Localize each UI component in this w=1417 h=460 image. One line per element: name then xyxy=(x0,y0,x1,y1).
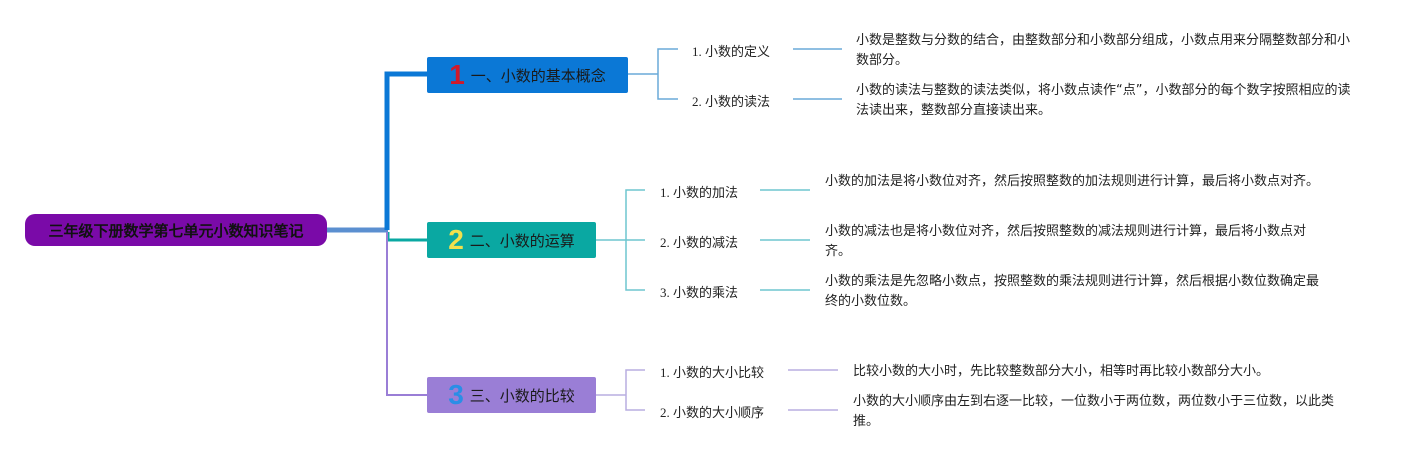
subtopic-node[interactable]: 1. 小数的加法 xyxy=(660,185,739,200)
branch-2-sub-connectors xyxy=(596,189,810,291)
number-2-icon: 2 xyxy=(448,224,464,255)
subtopic-node[interactable]: 2. 小数的减法 xyxy=(660,235,739,250)
branch-3-sub-connectors xyxy=(596,369,838,411)
subtopic-node[interactable]: 1. 小数的定义 xyxy=(692,44,771,59)
branch-2-connector xyxy=(386,232,427,242)
subtopic-description: 比较小数的大小时，先比较整数部分大小，相等时再比较小数部分大小。 xyxy=(853,364,1270,379)
branch-title: 二、小数的运算 xyxy=(469,231,575,250)
subtopic-node[interactable]: 3. 小数的乘法 xyxy=(660,285,739,300)
subtopic-node[interactable]: 2. 小数的读法 xyxy=(692,94,771,109)
branch-node-1[interactable]: 1 一、小数的基本概念 xyxy=(427,57,628,93)
branch-title: 一、小数的基本概念 xyxy=(470,66,606,85)
subtopic-node[interactable]: 1. 小数的大小比较 xyxy=(660,365,765,380)
branch-3-connector xyxy=(386,232,427,396)
subtopic-description: 小数的加法是将小数位对齐，然后按照整数的加法规则进行计算，最后将小数点对齐。 xyxy=(825,174,1320,189)
subtopic-description: 小数是整数与分数的结合，由整数部分和小数部分组成，小数点用来分隔整数部分和小数部… xyxy=(856,33,1351,68)
number-1-icon: 1 xyxy=(449,59,465,90)
branch-title: 三、小数的比较 xyxy=(469,386,575,405)
root-node[interactable]: 三年级下册数学第七单元小数知识笔记 xyxy=(25,214,327,246)
subtopic-description: 小数的减法也是将小数位对齐，然后按照整数的减法规则进行计算，最后将小数点对齐。 xyxy=(825,224,1307,259)
branch-node-2[interactable]: 2 二、小数的运算 xyxy=(427,222,596,258)
subtopic-node[interactable]: 2. 小数的大小顺序 xyxy=(660,405,765,420)
branch-1-sub-connectors xyxy=(628,48,842,100)
subtopic-description: 小数的读法与整数的读法类似，将小数点读作“点”，小数部分的每个数字按照相应的读法… xyxy=(856,83,1351,118)
subtopic-description: 小数的乘法是先忽略小数点，按照整数的乘法规则进行计算，然后根据小数位数确定最终的… xyxy=(825,274,1320,309)
subtopic-description: 小数的大小顺序由左到右逐一比较，一位数小于两位数，两位数小于三位数，以此类推。 xyxy=(853,394,1335,429)
root-title: 三年级下册数学第七单元小数知识笔记 xyxy=(48,221,304,240)
branch-node-3[interactable]: 3 三、小数的比较 xyxy=(427,377,596,413)
branch-1-connector xyxy=(384,71,427,230)
number-3-icon: 3 xyxy=(448,379,464,410)
